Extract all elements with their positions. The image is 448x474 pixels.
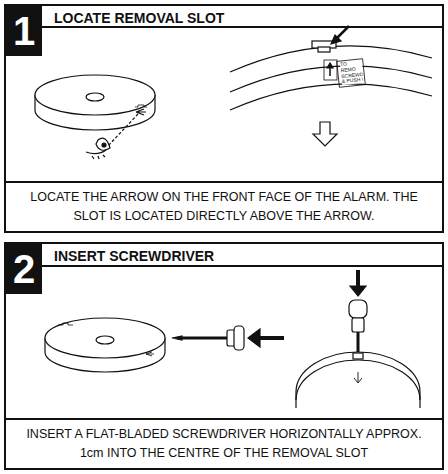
step-title: LOCATE REMOVAL SLOT xyxy=(54,10,224,26)
step-caption: INSERT A FLAT-BLADED SCREWDRIVER HORIZON… xyxy=(6,418,442,468)
step-number-text: 1 xyxy=(13,11,35,51)
step-number: 1 xyxy=(6,6,42,56)
step-panel: LOCATE REMOVAL SLOT 1LOCATE THE ARROW ON … xyxy=(4,4,444,233)
step-caption: LOCATE THE ARROW ON THE FRONT FACE OF TH… xyxy=(6,181,442,231)
sticker-label: TO REMO SCREWD & PUSH ! xyxy=(340,60,364,85)
step-title: INSERT SCREWDRIVER xyxy=(54,248,214,264)
step-number-text: 2 xyxy=(13,249,35,289)
caption-text: INSERT A FLAT-BLADED SCREWDRIVER HORIZON… xyxy=(16,425,432,463)
step-number: 2 xyxy=(6,244,42,294)
caption-text: LOCATE THE ARROW ON THE FRONT FACE OF TH… xyxy=(16,188,432,226)
step-panel: INSERT SCREWDRIVER 2INSERT A FLAT-BLADED … xyxy=(4,242,444,470)
